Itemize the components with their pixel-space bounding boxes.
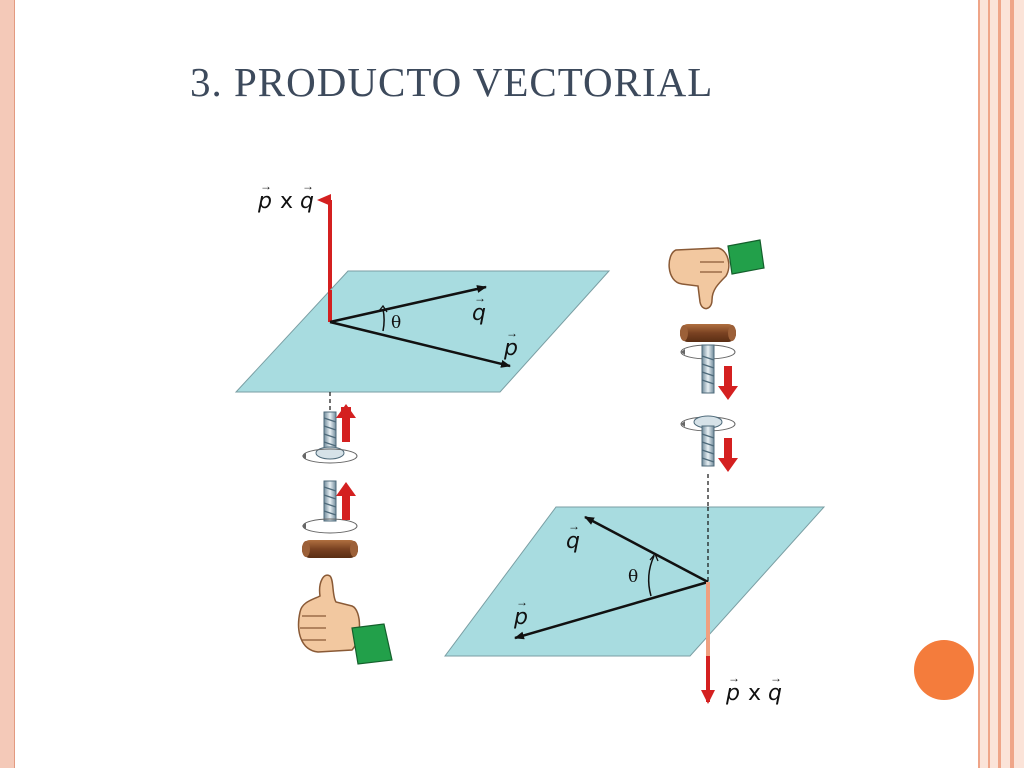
- svg-text:→: →: [568, 519, 580, 533]
- top-cross-label-x: x: [280, 189, 293, 214]
- top-cross-label-q: q: [300, 189, 314, 214]
- top-cross-arrow-accent-q: →: [302, 179, 314, 193]
- top-vector-q-label: q: [472, 301, 486, 326]
- svg-text:→: →: [474, 291, 486, 305]
- top-vector-p: [329, 320, 511, 368]
- top-plane: [234, 270, 611, 393]
- bottom-plane: [444, 506, 826, 657]
- svg-text:→: →: [728, 671, 740, 685]
- top-cross-product-group: p → x q → q → p → θ: [234, 179, 611, 665]
- bottom-angle-arc: [648, 555, 655, 597]
- top-vector-p-label: p: [503, 336, 518, 361]
- left-border-decoration: [0, 0, 15, 768]
- bottom-vector-p: [514, 580, 709, 640]
- top-cross-label-p: p: [257, 189, 272, 214]
- svg-text:→: →: [516, 595, 528, 609]
- bottom-wood-block: [680, 324, 736, 342]
- decorative-orange-circle: [914, 640, 974, 700]
- right-border-decoration: [978, 0, 1024, 768]
- top-cross-arrow-accent-p: →: [260, 179, 272, 193]
- top-wood-block: [302, 540, 358, 558]
- bottom-vector-p-label: p: [513, 605, 528, 630]
- bottom-angle-label: θ: [628, 567, 638, 587]
- top-vector-q: [329, 285, 487, 324]
- slide-title: 3. PRODUCTO VECTORIAL: [190, 59, 714, 105]
- top-screw-2: [302, 480, 358, 558]
- thumbs-up-icon: [297, 574, 393, 665]
- bottom-screw-1: [680, 324, 738, 400]
- bottom-cross-label-p: p: [725, 681, 740, 706]
- bottom-cross-label-x: x: [748, 681, 761, 706]
- bottom-cross-product-group: q → p → θ p → x q →: [444, 239, 826, 706]
- top-angle-label: θ: [391, 313, 401, 333]
- thumbs-down-icon: [668, 239, 765, 310]
- svg-text:→: →: [770, 671, 782, 685]
- top-angle-arc: [382, 308, 385, 332]
- top-screw-1: [302, 404, 358, 464]
- bottom-vector-q: [584, 515, 709, 584]
- bottom-cross-label-q: q: [768, 681, 782, 706]
- bottom-vector-q-label: q: [566, 529, 580, 554]
- bottom-screw-2: [680, 415, 738, 472]
- svg-text:→: →: [506, 326, 518, 340]
